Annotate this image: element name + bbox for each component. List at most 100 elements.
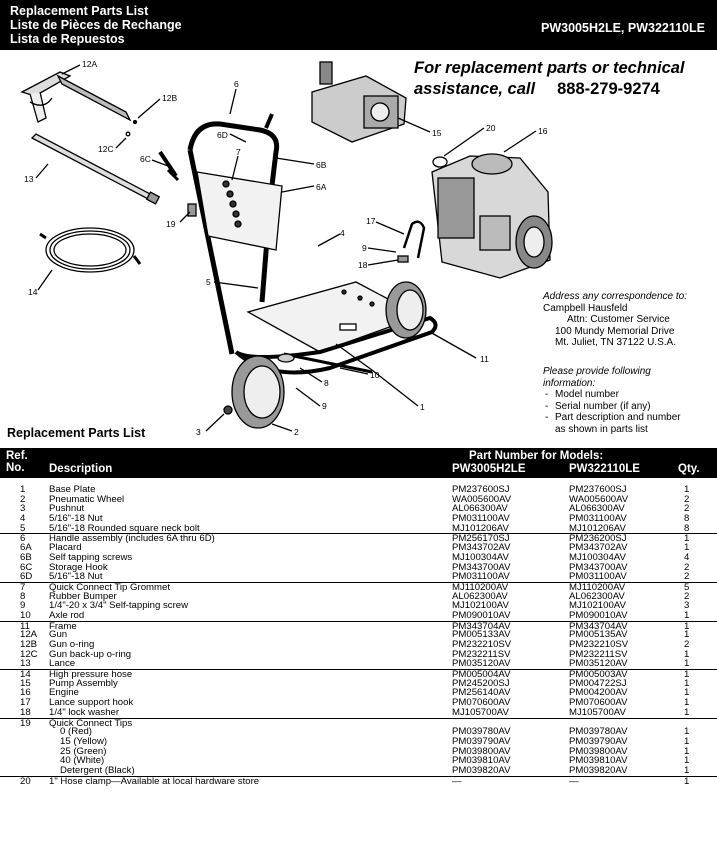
ref-cell: 6D [20,571,33,583]
callout-1: 1 [420,402,425,412]
description-cell: Gun [49,629,68,641]
info-lead-2: information: [543,377,596,389]
callout-6: 6 [234,79,239,89]
part-number-model-2-cell: PM039820AV [569,764,628,776]
part-number-model-1-cell: PM039790AV [452,735,511,747]
ref-cell: 13 [20,658,31,670]
callout-6c: 6C [140,154,151,164]
part-number-model-1-cell: MJ102100AV [452,600,509,612]
qty-cell: 1 [684,629,690,641]
callout-6d: 6D [217,130,228,140]
part-number-model-1-cell: MJ110200AV [452,581,509,593]
callout-12b: 12B [162,93,177,103]
correspondence-address: Address any correspondence to: Campbell … [543,291,687,349]
wheel-drawing [223,281,427,429]
description-cell: Detergent (Black) [60,764,135,776]
ref-cell: 18 [20,706,31,718]
info-item: -Serial number (if any) [545,400,651,412]
part-number-model-1-cell: PM256140AV [452,687,511,699]
description-cell: Self tapping screws [49,551,133,563]
qty-cell: 2 [684,561,690,573]
description-cell: Quick Connect Tip Grommet [49,581,171,593]
description-cell: Gun back-up o-ring [49,648,132,660]
description-cell: High pressure hose [49,669,133,681]
description-cell: 1" Hose clamp—Available at local hardwar… [49,775,260,787]
part-number-model-1-cell: AL062300AV [452,590,508,602]
required-info: Please provide following information: -M… [543,366,681,436]
qty-cell: 1 [684,764,690,776]
description-cell: Pump Assembly [49,677,118,689]
qty-cell: 1 [684,697,690,709]
part-number-model-1-cell: PM031100AV [452,513,510,525]
callout-7: 7 [236,147,241,157]
part-number-model-2-cell: MJ101206AV [569,522,626,534]
description-cell: 1/4" lock washer [49,706,120,718]
callout-17: 17 [366,216,376,226]
engine-drawing [431,153,553,279]
qty-cell: 3 [684,600,690,612]
part-number-model-2-cell: PM343702AV [569,542,628,554]
part-number-model-1-cell: PM343704AV [452,620,511,632]
callout-15: 15 [432,128,442,138]
qty-cell: 5 [684,581,690,593]
part-number-model-2-cell: PM232211SV [569,648,628,660]
qty-cell: 2 [684,503,690,515]
qty-cell: 1 [684,677,690,689]
spray-gun-drawing [20,71,132,123]
qty-cell: 2 [684,639,690,650]
ref-cell: 5 [20,522,26,534]
part-number-model-2-cell: — [569,775,579,787]
ref-cell: 19 [20,717,31,729]
title-english: Replacement Parts List [10,4,149,18]
part-number-model-2-cell: PM039780AV [569,726,628,738]
description-cell: Lance [49,658,76,670]
description-cell: Pushnut [49,503,85,515]
part-number-model-1-cell: PM245200SJ [452,677,510,689]
part-number-model-1-cell: PM070600AV [452,697,511,709]
ref-cell: 17 [20,697,31,709]
description-cell: Gun o-ring [49,639,95,650]
description-cell: Pneumatic Wheel [49,493,125,505]
ref-cell: 14 [20,669,31,681]
title-spanish: Lista de Repuestos [10,32,125,46]
description-cell: Base Plate [49,484,96,495]
ref-cell: 12B [20,639,38,650]
part-number-model-1-cell: PM039800AV [452,745,511,757]
part-number-model-1-cell: AL066300AV [452,503,508,515]
part-number-model-2-cell: PM343704AV [569,620,628,632]
callout-3: 3 [196,427,201,437]
header-part-number: Part Number for Models: [469,450,604,462]
header-model-2: PW322110LE [569,463,640,475]
header-description: Description [49,463,113,475]
model-numbers: PW3005H2LE, PW322110LE [541,21,705,35]
address-company: Campbell Hausfeld [543,302,628,314]
contact-call-text: assistance, call [414,80,536,98]
description-cell: Axle rod [49,609,85,621]
support-contact: For replacement parts or technical assis… [414,58,685,100]
qty-cell: 2 [684,571,690,583]
part-number-model-2-cell: PM031100AV [569,513,627,525]
ref-cell: 6C [20,561,33,573]
qty-cell: 1 [684,484,690,495]
part-number-model-2-cell: PM236200SJ [569,533,627,545]
callout-18: 18 [358,260,368,270]
description-cell: Handle assembly (includes 6A thru 6D) [49,533,215,545]
qty-cell: 2 [684,493,690,505]
info-list: -Model number -Serial number (if any) -P… [543,389,681,435]
part-number-model-2-cell: WA005600AV [569,493,629,505]
address-lead: Address any correspondence to: [543,291,687,302]
part-number-model-2-cell: MJ100304AV [569,551,626,563]
